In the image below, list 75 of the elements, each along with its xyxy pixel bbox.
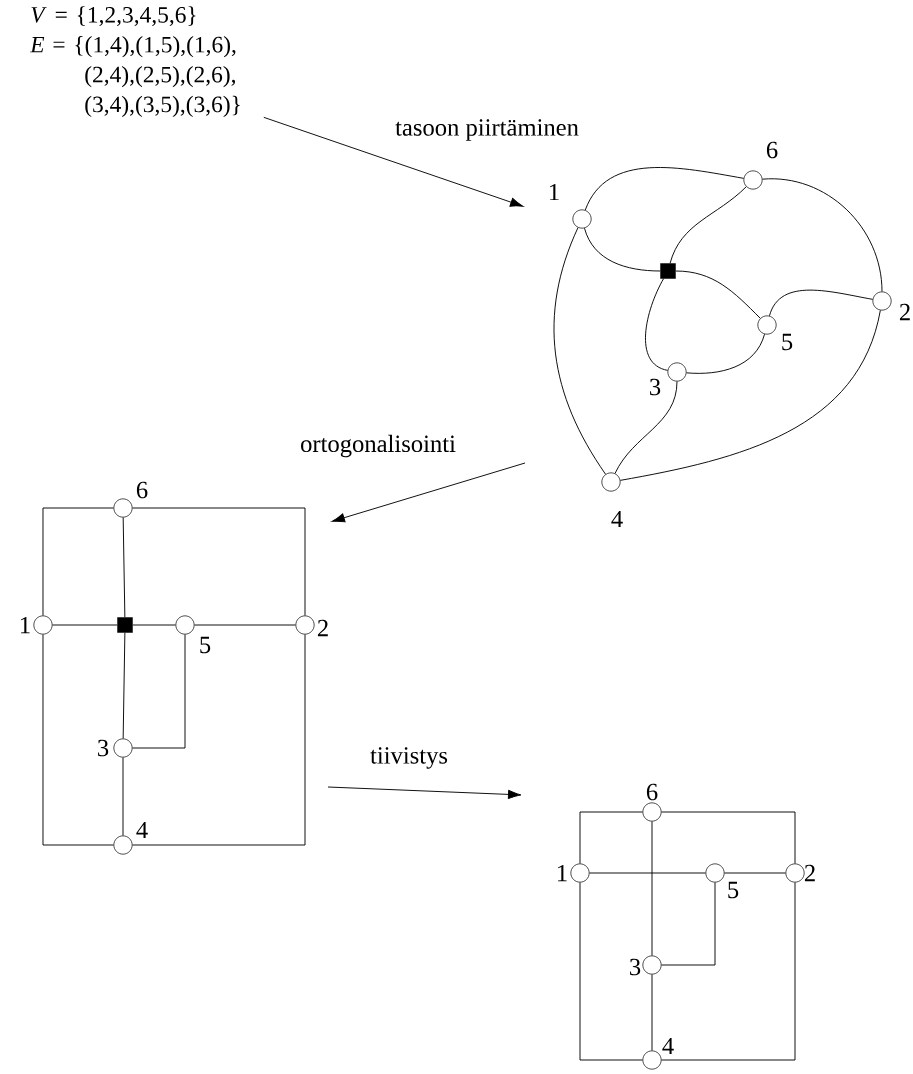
vertex-number: 5	[728, 881, 739, 899]
set-formula: E = {(1,4),(1,5),(1,6), (2,4),(2,5),(2,6), (3,4),(3,5),(3,6)}	[29, 36, 240, 118]
graph-edge	[669, 186, 747, 264]
graph-edge	[579, 882, 643, 1061]
graph-edge	[619, 309, 881, 481]
vertex-number: 1	[558, 864, 567, 882]
graph-edge	[579, 811, 643, 864]
graph-edge	[686, 333, 765, 374]
graph-edge	[132, 624, 176, 626]
vertex-circle	[570, 863, 590, 883]
graph-edge	[42, 507, 114, 616]
graph-edge	[762, 178, 883, 292]
vertex-circle	[572, 209, 592, 229]
graph-edge	[584, 227, 661, 272]
vertex-number: 3	[630, 958, 641, 976]
vertex-circle	[175, 615, 195, 635]
graph-edge	[132, 634, 306, 846]
graph-edge	[661, 811, 796, 864]
vertex-circle	[33, 615, 53, 635]
vertex-number: 3	[650, 378, 661, 396]
vertex-circle	[642, 1050, 662, 1070]
graph-edge	[645, 278, 669, 371]
vertex-number: 1	[550, 183, 559, 201]
graph-edge	[589, 872, 706, 874]
vertex-circle	[642, 955, 662, 975]
arrow-label: ortogonalisointi	[301, 434, 456, 458]
vertex-circle	[757, 315, 777, 335]
vertex-number: 1	[21, 616, 30, 634]
graph-edge	[122, 517, 126, 618]
crossing-square	[660, 263, 676, 279]
vertex-circle	[601, 472, 621, 492]
vertex-circle	[113, 498, 133, 518]
graph-edge	[651, 821, 653, 956]
vertex-number: 6	[646, 783, 658, 801]
graph-edge	[614, 381, 678, 474]
graph-edge	[122, 757, 124, 836]
graph-edge	[42, 634, 114, 846]
set-formula: V = {1,2,3,4,5,6}	[31, 6, 196, 27]
graph-edge	[661, 882, 796, 1061]
graph-edge	[122, 632, 126, 739]
vertex-number: 5	[200, 636, 211, 654]
vertex-number: 4	[611, 510, 623, 528]
vertex-number: 2	[804, 864, 815, 882]
graph-edge	[651, 974, 653, 1051]
vertex-circle	[295, 615, 315, 635]
vertex-number: 6	[136, 481, 148, 499]
graph-edge	[132, 507, 306, 616]
vertex-number: 3	[98, 739, 109, 757]
crossing-square	[117, 617, 133, 633]
edge-label: tasoon piirtäminen	[393, 118, 581, 142]
graph-edge	[769, 289, 874, 317]
vertex-circle	[667, 362, 687, 382]
vertex-number: 2	[317, 619, 328, 637]
vertex-number: 4	[662, 1037, 674, 1055]
vertex-number: 4	[136, 821, 148, 839]
arrow	[263, 116, 524, 207]
graph-edge	[724, 872, 786, 874]
graph-edge	[661, 882, 716, 966]
vertex-circle	[705, 863, 725, 883]
graph-edge	[584, 167, 745, 211]
vertex-circle	[642, 802, 662, 822]
vertex-circle	[113, 835, 133, 855]
vertex-number: 6	[766, 141, 778, 159]
vertex-number: 2	[899, 303, 910, 321]
vertex-circle	[743, 170, 763, 190]
graph-edge	[194, 624, 296, 626]
graph-edge	[52, 624, 118, 626]
vertex-circle	[785, 863, 805, 883]
vertex-circle	[872, 291, 892, 311]
arrow-label: tiivistys	[370, 747, 448, 769]
vertex-number: 5	[782, 333, 793, 351]
graph-edge	[675, 270, 761, 319]
graph-edge	[132, 634, 186, 749]
vertex-circle	[113, 738, 133, 758]
graph-edge	[553, 227, 606, 475]
